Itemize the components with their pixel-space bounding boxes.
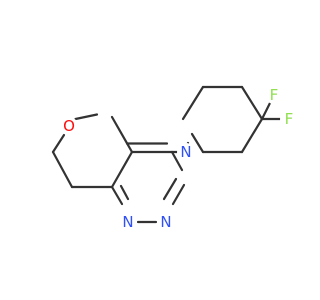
pyran-ring-bonds (51, 113, 134, 189)
bond (51, 133, 66, 154)
bond (170, 150, 184, 172)
atom-label-nitrogen: N (160, 213, 171, 231)
bond (190, 132, 205, 154)
bond (110, 115, 134, 154)
bond (162, 177, 178, 201)
atom-label-fluorine: F (285, 110, 294, 128)
piperidine-ring-bonds (181, 85, 264, 154)
atom-label-nitrogen: N (180, 143, 191, 161)
bond (110, 185, 124, 206)
bond (240, 85, 264, 121)
fluorine-bonds (260, 101, 282, 121)
bond (260, 101, 272, 121)
molecule-structure: O N N N F F (51, 85, 298, 231)
bond (110, 150, 134, 189)
pyridazine-ring-bonds (110, 142, 186, 224)
atom-label-nitrogen: N (122, 213, 133, 231)
bond (51, 150, 74, 189)
bond (171, 183, 186, 206)
bond (119, 184, 130, 201)
bond (240, 117, 264, 154)
atom-label-fluorine: F (270, 86, 279, 104)
atom-labels: O N N N F F (60, 86, 298, 231)
bond (74, 113, 99, 121)
bond (181, 85, 205, 121)
atom-label-oxygen: O (63, 117, 75, 135)
